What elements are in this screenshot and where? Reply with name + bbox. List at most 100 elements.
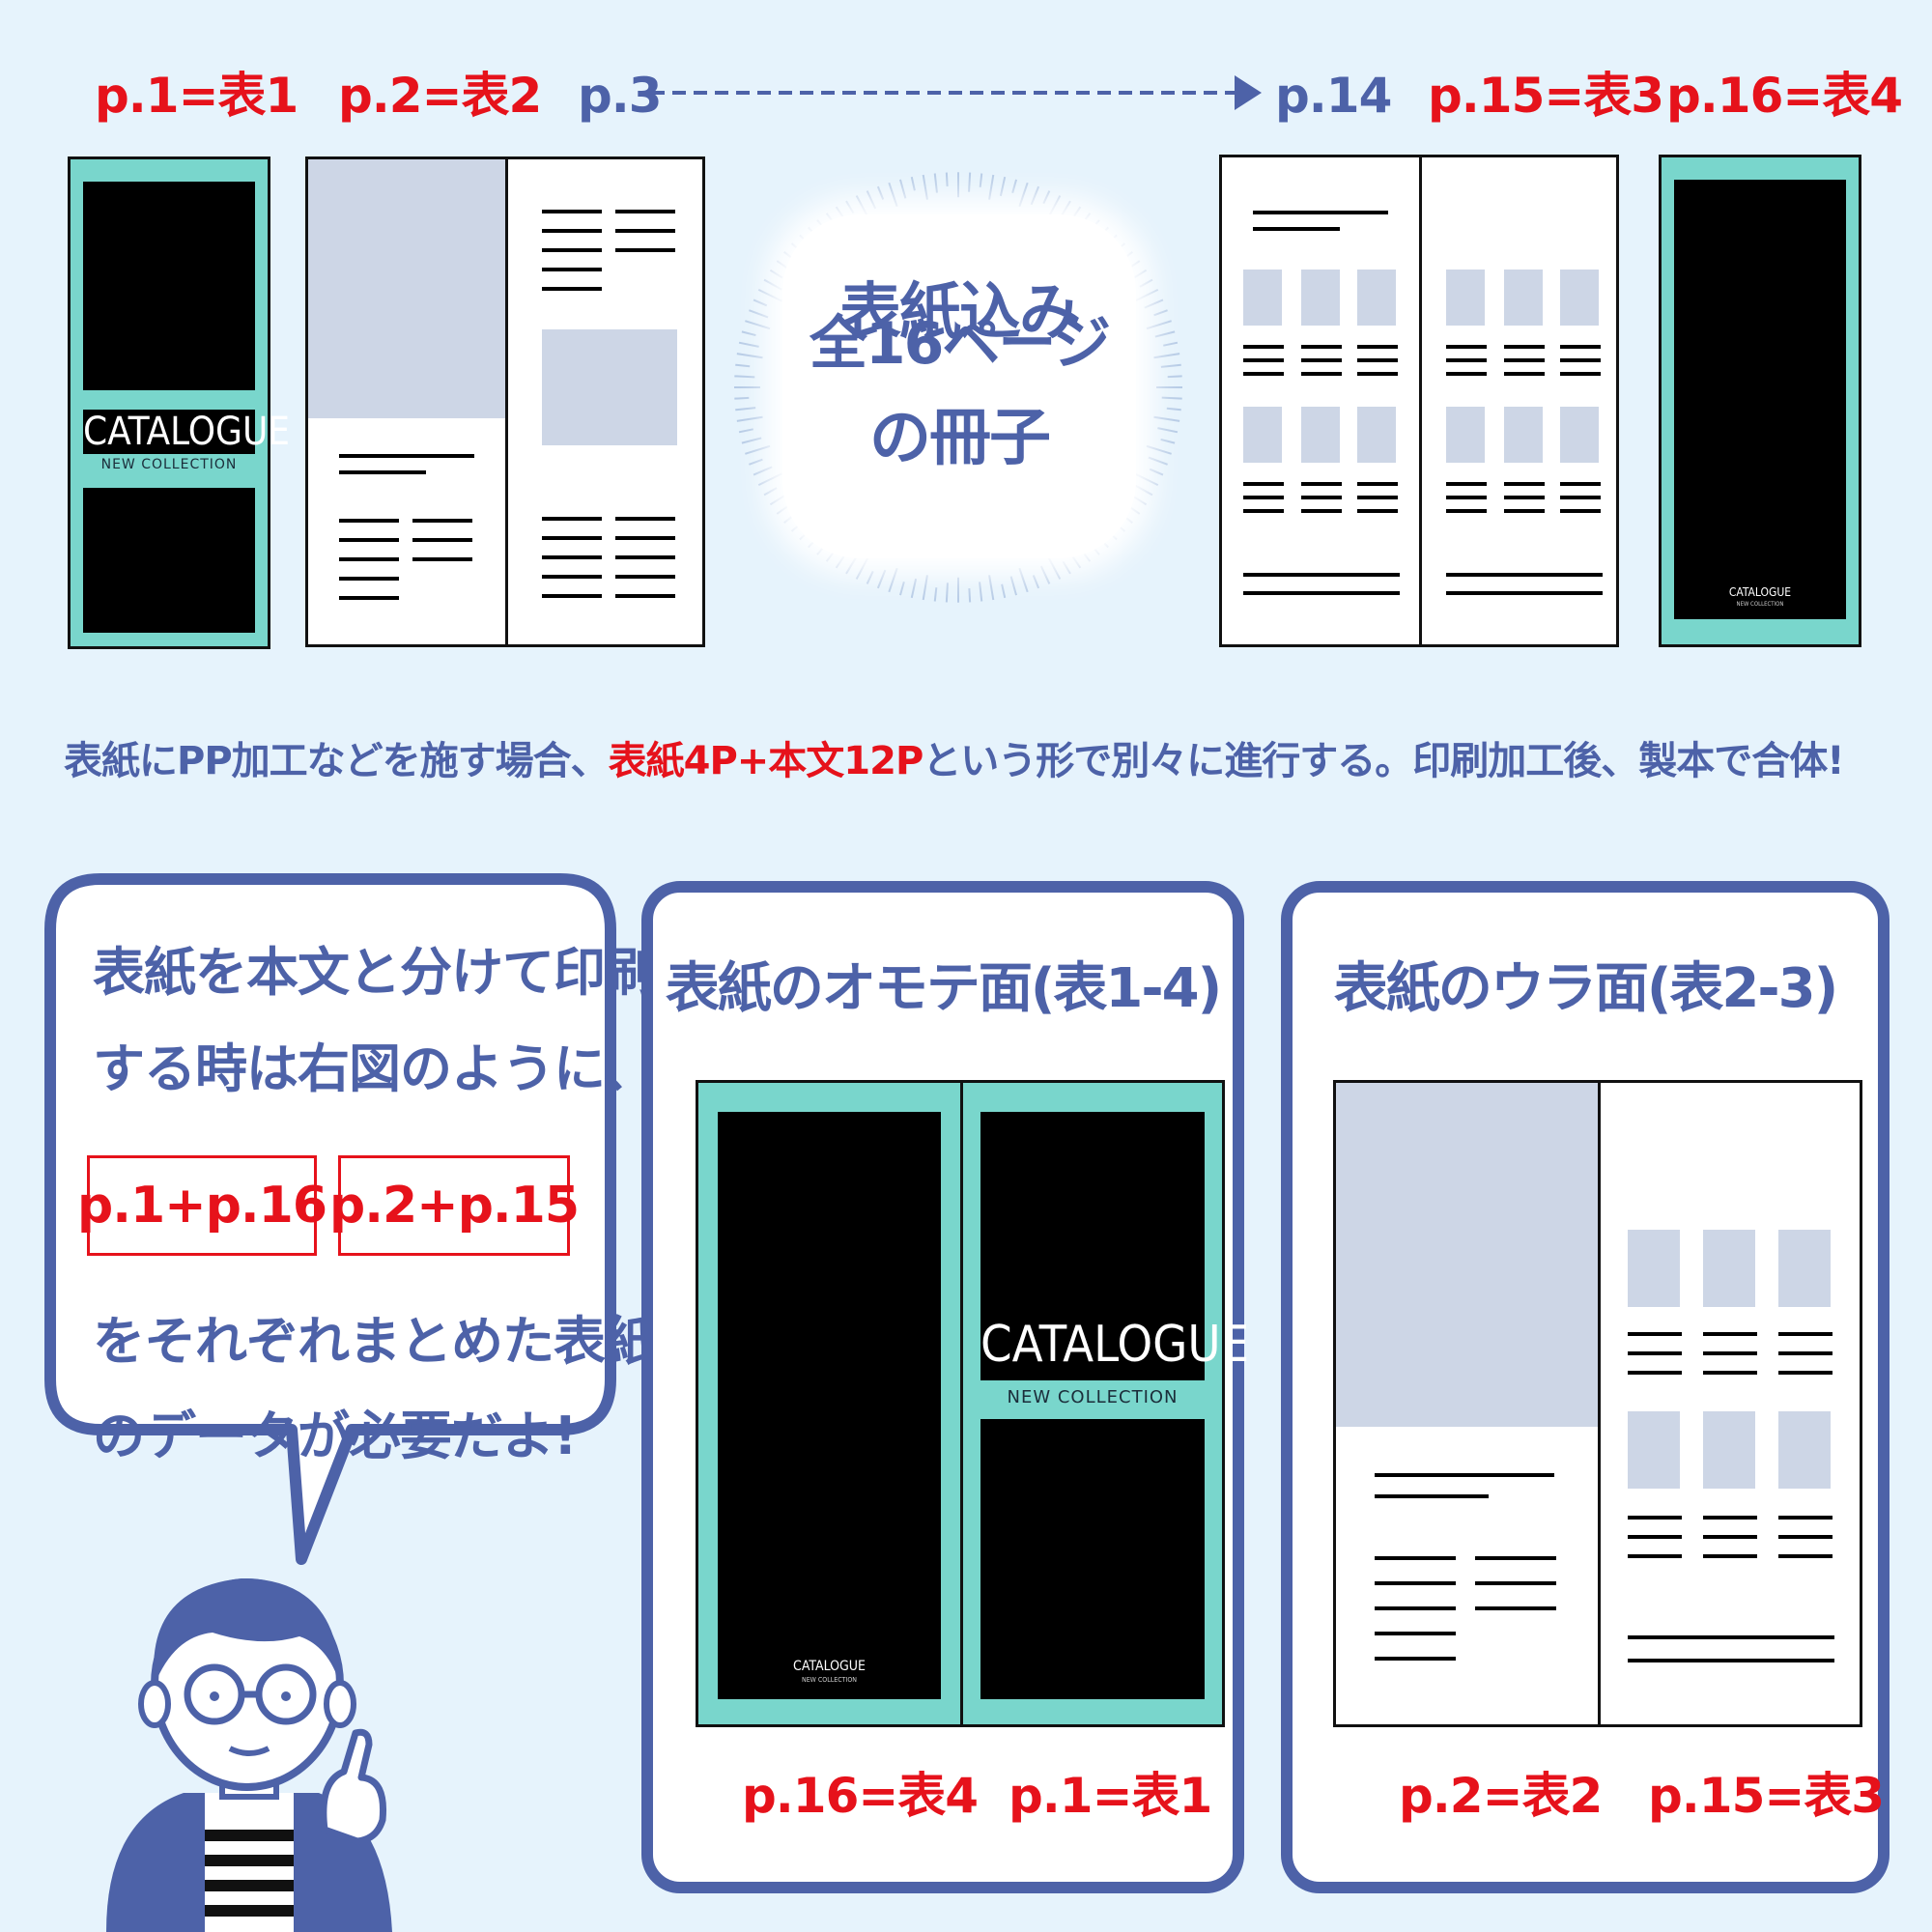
burst-ray [738, 428, 753, 434]
burst-ray [1047, 555, 1062, 580]
burst-ray [1032, 575, 1040, 589]
burst-ray [1047, 195, 1062, 219]
burst-ray [749, 458, 763, 466]
spread-back-subtitle: NEW COLLECTION [801, 1676, 858, 1684]
back-label-p15: p.15=表3 [1648, 1768, 1885, 1824]
burst-ray [968, 172, 972, 192]
burst-ray [763, 487, 778, 497]
burst-ray [736, 415, 763, 422]
burst-ray [1149, 468, 1164, 476]
burst-ray [769, 269, 783, 279]
burst-ray [745, 320, 771, 330]
burst-ray [745, 444, 771, 455]
label-p14: p.14 [1275, 68, 1392, 124]
burst-ray [1161, 396, 1182, 400]
burst-ray [855, 195, 869, 219]
burst-ray [1153, 309, 1168, 317]
burst-ray [1039, 565, 1051, 584]
burst-ray [876, 185, 885, 200]
burst-ray [1146, 320, 1172, 330]
label-p3: p.3 [578, 68, 663, 124]
back-side-panel: 表紙のウラ面(表2-3) [1281, 881, 1889, 1893]
burst-ray [1139, 278, 1153, 288]
burst-ray [888, 182, 898, 208]
speech-box-p1-p16: p.1+p.16 [77, 1155, 327, 1256]
burst-ray [753, 466, 773, 476]
burst-ray [1001, 583, 1007, 599]
spread-front-title: CATALOGUE [980, 1316, 1250, 1374]
cover-title-band: CATALOGUE [83, 410, 290, 454]
burst-ray [898, 581, 905, 596]
burst-ray [1160, 363, 1181, 368]
back-cover-title: CATALOGUE [1728, 585, 1792, 599]
burst-ray [888, 567, 898, 593]
back-cover-subtitle: NEW COLLECTION [1736, 601, 1784, 608]
speech-line1: 表紙を本文と分けて印刷 [93, 942, 657, 1003]
speech-line2: する時は右図のように、 [93, 1038, 655, 1099]
image-placeholder [308, 159, 505, 418]
burst-ray [933, 587, 938, 602]
burst-ray [1030, 185, 1040, 206]
front-cover-spread: CATALOGUE NEW COLLECTION CATALOGUE NEW C… [696, 1080, 1250, 1727]
burst-ray [1018, 182, 1029, 208]
spread-back-title: CATALOGUE [793, 1659, 866, 1674]
burst-ray [1042, 190, 1051, 205]
burst-ray [734, 396, 750, 400]
burst-ray [1154, 330, 1176, 338]
description-part3: という形で別々に進行する。印刷加工後、製本で合体! [923, 739, 1844, 783]
burst-ray [945, 582, 949, 603]
burst-ray [1160, 438, 1176, 444]
burst-ray [1157, 427, 1179, 434]
description-highlight: 表紙4P+本文12P [608, 739, 924, 783]
burst-ray [922, 575, 928, 601]
burst-ray [1011, 179, 1018, 194]
burst-ray [753, 298, 768, 307]
front-label-p16: p.16=表4 [742, 1768, 979, 1824]
burst-ray [757, 472, 782, 487]
burst-ray [999, 176, 1007, 197]
back-side-spread [1333, 1080, 1862, 1727]
image-placeholder [1336, 1083, 1598, 1427]
spread-front-subtitle: NEW COLLECTION [1007, 1387, 1179, 1407]
burst-ray [1009, 576, 1018, 596]
burst-ray [835, 555, 845, 569]
badge-line3: の冊子 [869, 403, 1051, 474]
cover-subtitle: NEW COLLECTION [100, 457, 238, 472]
speech-line4: のデータが必要だよ! [93, 1406, 578, 1466]
burst-ray [1163, 341, 1179, 347]
burst-ray [910, 176, 916, 191]
back-label-p2: p.2=表2 [1399, 1768, 1603, 1824]
burst-ray [845, 555, 858, 575]
spread-front-title-band: CATALOGUE [980, 1309, 1250, 1380]
speech-line3: をそれぞれまとめた表紙 [93, 1311, 657, 1372]
burst-ray [876, 569, 887, 589]
burst-ray [855, 555, 869, 580]
description-text: 表紙にPP加工などを施す場合、表紙4P+本文12Pという形で別々に進行する。印刷… [64, 739, 1845, 783]
spread-p14-p15 [1219, 155, 1619, 647]
burst-ray [979, 173, 983, 187]
badge-line1: 表紙込み [839, 277, 1081, 349]
speech-bubble [44, 873, 616, 1565]
front-cover-page: CATALOGUE NEW COLLECTION [68, 156, 290, 649]
description-part1: 表紙にPP加工などを施す場合、 [64, 739, 610, 783]
burst-ray [1153, 353, 1180, 359]
burst-ray [749, 309, 769, 319]
burst-ray [1167, 375, 1182, 379]
burst-ray [1148, 456, 1168, 466]
burst-ray [933, 173, 938, 193]
burst-ray [1134, 288, 1159, 302]
burst-ray [738, 341, 759, 348]
burst-ray [1062, 560, 1071, 575]
burst-ray [735, 407, 756, 412]
badge-line2: 全16ページ [809, 310, 1111, 378]
burst-ray [734, 375, 755, 379]
burst-ray [741, 437, 762, 444]
label-p2: p.2=表2 [338, 68, 542, 124]
burst-ray [988, 575, 995, 601]
label-p15: p.15=表3 [1428, 68, 1664, 124]
burst-ray [1144, 298, 1164, 309]
spread-back-cover: CATALOGUE NEW COLLECTION [718, 1112, 941, 1699]
burst-ray [945, 172, 949, 187]
burst-ray [1153, 415, 1180, 422]
burst-ray [988, 174, 995, 200]
